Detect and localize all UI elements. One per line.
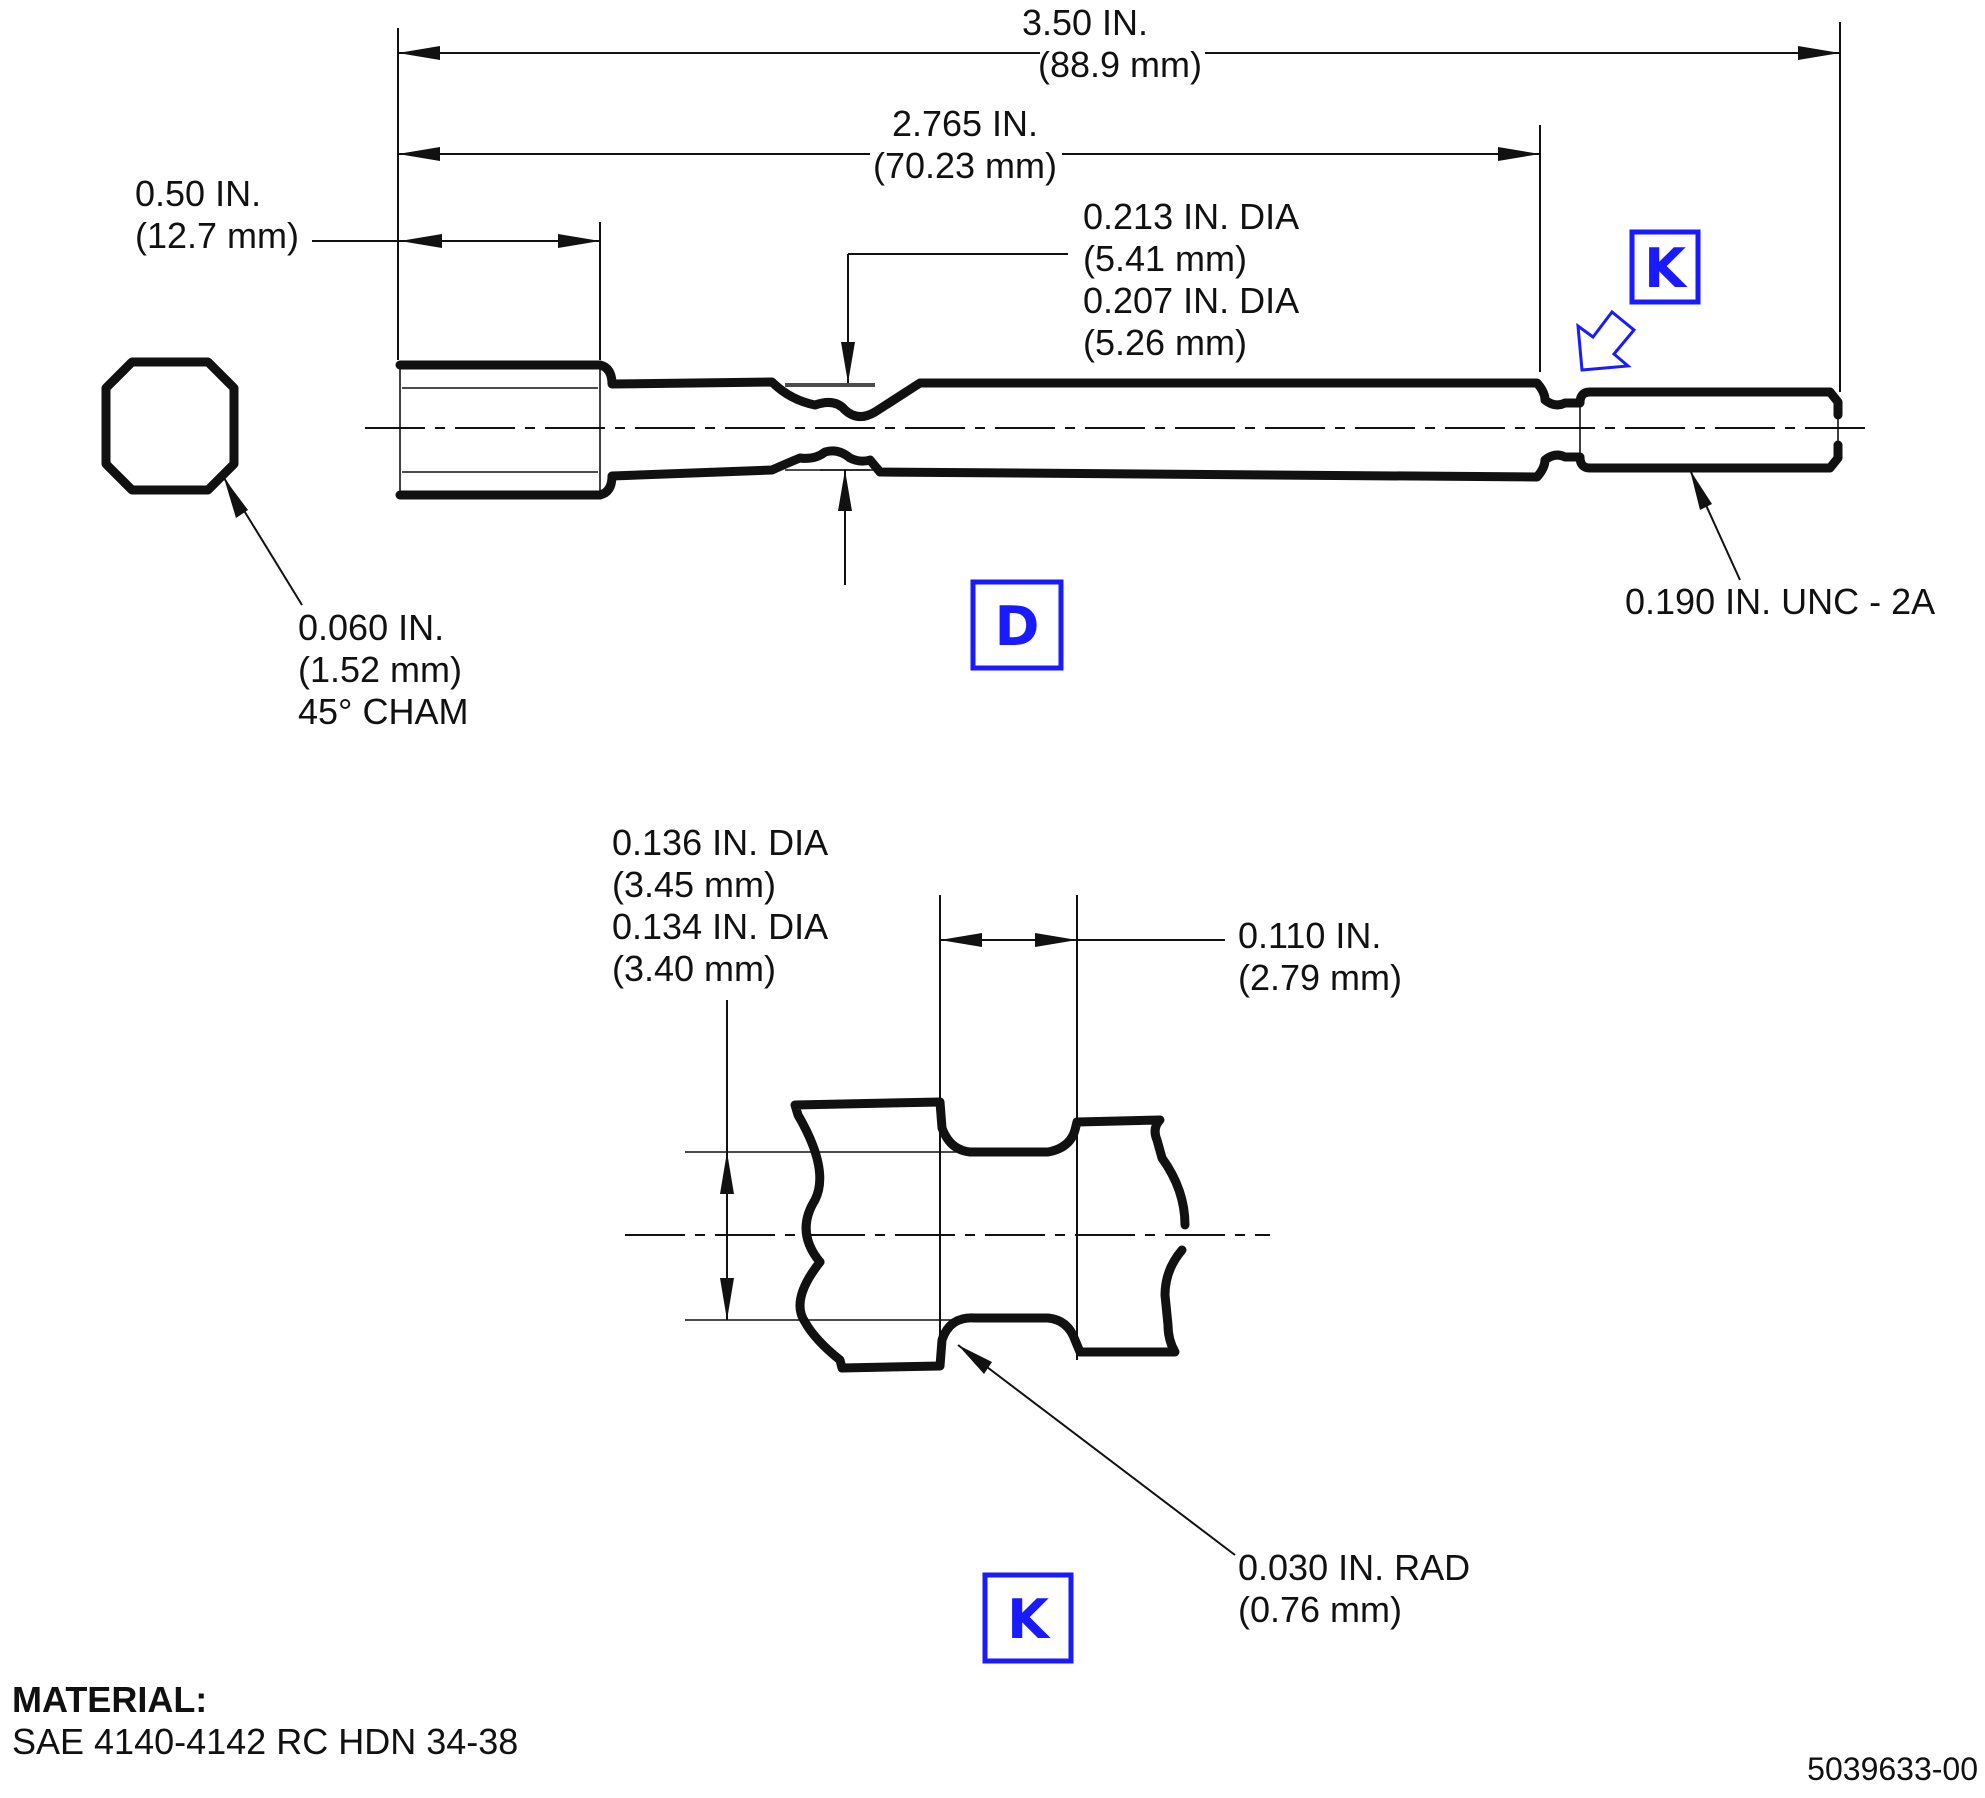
head-length-dimension: 0.50 IN. (12.7 mm) <box>135 173 601 360</box>
svg-text:K: K <box>1007 1588 1051 1651</box>
groove-width-dimension: 0.110 IN. (2.79 mm) <box>940 915 1402 998</box>
drawing-number: 5039633-00 <box>1807 1751 1978 1787</box>
neck-dia-max-in: 0.213 IN. DIA <box>1083 196 1299 237</box>
material-heading: MATERIAL: <box>12 1679 207 1720</box>
radius-mm: (0.76 mm) <box>1238 1589 1402 1630</box>
svg-text:D: D <box>995 595 1040 658</box>
overall-length-in: 3.50 IN. <box>1022 2 1148 43</box>
overall-length-mm: (88.9 mm) <box>1038 44 1202 85</box>
neck-diameter-dimension: 0.213 IN. DIA (5.41 mm) 0.207 IN. DIA (5… <box>785 196 1299 585</box>
overall-length-dimension: 3.50 IN. (88.9 mm) <box>397 2 1841 392</box>
chamfer-leader: 0.060 IN. (1.52 mm) 45° CHAM <box>223 477 468 732</box>
groove-dia-min-mm: (3.40 mm) <box>612 948 776 989</box>
shoulder-length-in: 2.765 IN. <box>892 103 1038 144</box>
groove-diameter-dimension: 0.136 IN. DIA (3.45 mm) 0.134 IN. DIA (3… <box>612 822 828 1320</box>
shoulder-length-dimension: 2.765 IN. (70.23 mm) <box>398 103 1541 372</box>
chamfer-mm: (1.52 mm) <box>298 649 462 690</box>
detail-k-callout-label: K <box>1644 237 1688 300</box>
detail-k-view <box>625 895 1270 1373</box>
groove-dia-max-in: 0.136 IN. DIA <box>612 822 828 863</box>
radius-in: 0.030 IN. RAD <box>1238 1547 1470 1588</box>
shoulder-length-mm: (70.23 mm) <box>873 145 1057 186</box>
neck-dia-min-in: 0.207 IN. DIA <box>1083 280 1299 321</box>
chamfer-angle: 45° CHAM <box>298 691 468 732</box>
groove-dia-max-mm: (3.45 mm) <box>612 864 776 905</box>
neck-dia-min-mm: (5.26 mm) <box>1083 322 1247 363</box>
detail-k-label: K <box>982 1572 1074 1664</box>
head-length-in: 0.50 IN. <box>135 173 261 214</box>
groove-width-mm: (2.79 mm) <box>1238 957 1402 998</box>
thread-leader: 0.190 IN. UNC - 2A <box>1625 469 1935 622</box>
radius-leader: 0.030 IN. RAD (0.76 mm) <box>957 1344 1470 1630</box>
thread-spec: 0.190 IN. UNC - 2A <box>1625 581 1935 622</box>
octagon-end-view <box>101 357 239 495</box>
section-d-label: D <box>970 579 1064 671</box>
groove-width-in: 0.110 IN. <box>1238 915 1381 956</box>
detail-k-callout: K <box>1576 229 1701 372</box>
neck-dia-max-mm: (5.41 mm) <box>1083 238 1247 279</box>
groove-dia-min-in: 0.134 IN. DIA <box>612 906 828 947</box>
shaft-side-view <box>365 360 1875 500</box>
hollow-arrow-icon <box>1576 309 1637 372</box>
material-spec: SAE 4140-4142 RC HDN 34-38 <box>12 1721 518 1762</box>
chamfer-in: 0.060 IN. <box>298 607 444 648</box>
head-length-mm: (12.7 mm) <box>135 215 299 256</box>
